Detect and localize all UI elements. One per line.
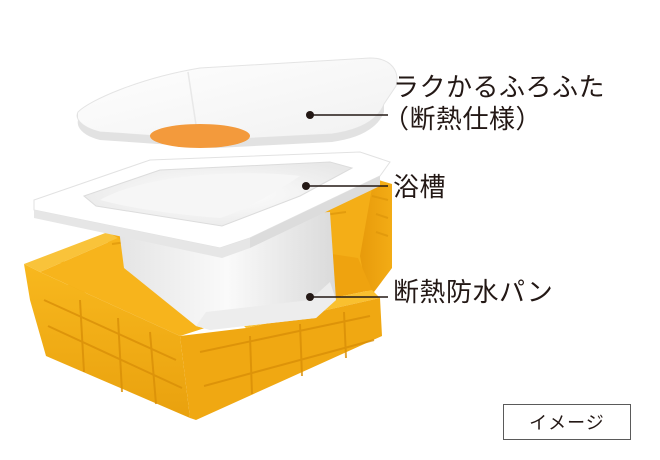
pan-label: 断熱防水パン (393, 278, 554, 308)
bath-lid (76, 57, 398, 148)
leader-lines (306, 114, 388, 298)
lid-insulation-patch (150, 124, 250, 148)
lid-leader-dot (306, 111, 314, 119)
image-disclaimer-tag: イメージ (503, 404, 631, 440)
bathtub-rim (33, 151, 391, 258)
pan-leader-dot (306, 293, 314, 301)
tub-label: 浴槽 (393, 173, 447, 203)
lid-label-line2: （断熱仕様） (383, 105, 543, 135)
lid-label: ラクかるふろふた （断熱仕様） (383, 72, 606, 136)
tub-leader-dot (302, 182, 310, 190)
lid-label-line1: ラクかるふろふた (393, 73, 606, 103)
